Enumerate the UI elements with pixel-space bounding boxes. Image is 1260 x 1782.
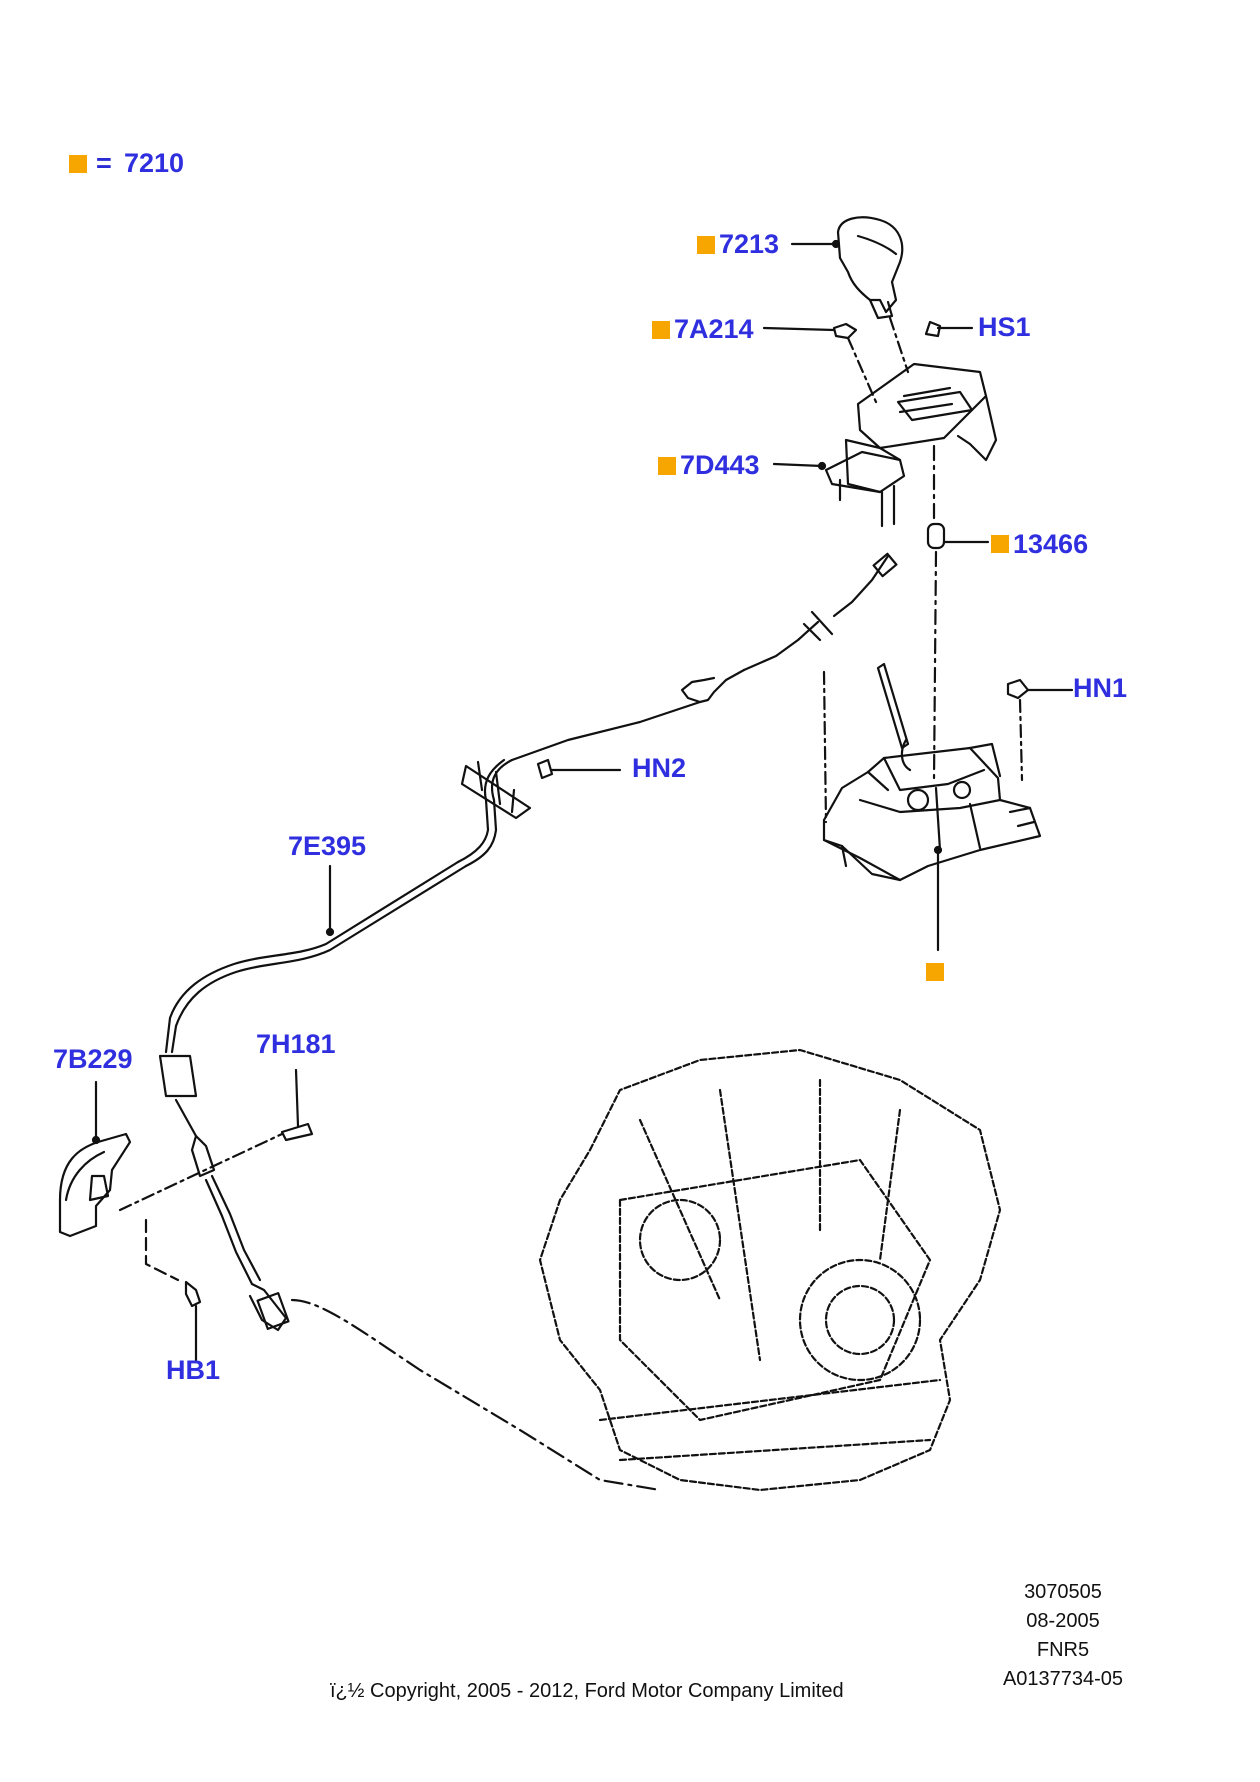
callout-7213: 7213	[719, 229, 780, 259]
shift-cable-upper	[164, 552, 898, 1054]
marker-shifter-assembly	[926, 963, 944, 981]
callout-7B229: 7B229	[53, 1044, 133, 1074]
marker-7A214	[652, 321, 670, 339]
callout-HN1: HN1	[1073, 673, 1128, 703]
cable-bracket	[460, 760, 532, 820]
callout-7H181: 7H181	[256, 1029, 336, 1059]
bolt-HB1	[184, 1280, 202, 1308]
screw-HS1	[924, 320, 974, 338]
leader-7D443	[772, 462, 824, 468]
callout-HN2: HN2	[632, 753, 687, 783]
marker-13466	[991, 535, 1009, 553]
clip-7H181	[280, 1122, 314, 1142]
drawing-date: 08-2005	[1026, 1610, 1100, 1632]
bushing-13466	[926, 522, 946, 550]
shifter-housing-part	[822, 662, 1042, 882]
legend-marker	[69, 155, 87, 173]
drawing-plant: FNR5	[1036, 1639, 1090, 1661]
callout-HS1: HS1	[978, 312, 1031, 342]
marker-7D443	[658, 457, 676, 475]
copyright-notice: ï¿½ Copyright, 2005 - 2012, Ford Motor C…	[330, 1680, 844, 1702]
console-bezel-part	[824, 362, 998, 528]
pin-7A214	[832, 322, 858, 340]
shift-knob-part	[836, 216, 904, 320]
transmission-part	[538, 1048, 1002, 1492]
callout-7A214: 7A214	[674, 314, 754, 344]
bracket-7B229	[58, 1132, 132, 1238]
drawing-number: 3070505	[1024, 1581, 1102, 1603]
marker-7213	[697, 236, 715, 254]
callout-13466: 13466	[1013, 529, 1089, 559]
drawing-reference: A0137734-05	[1002, 1668, 1124, 1690]
legend-part-number: 7210	[124, 148, 185, 178]
shift-cable-lower	[158, 1054, 290, 1332]
callout-HB1: HB1	[166, 1355, 221, 1385]
callout-7E395: 7E395	[288, 831, 367, 861]
legend-equals: =	[96, 148, 112, 178]
nut-HN1	[1006, 678, 1074, 700]
callout-7D443: 7D443	[680, 450, 760, 480]
clip-HN2	[536, 758, 554, 780]
